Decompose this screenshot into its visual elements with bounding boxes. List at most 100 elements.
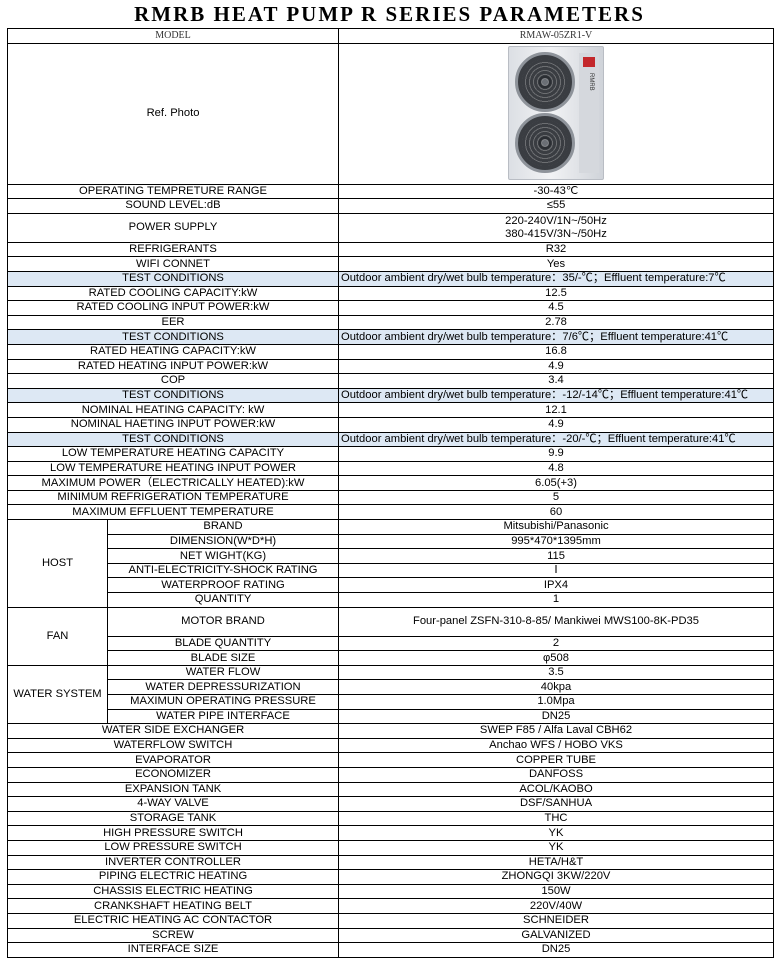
spec-value: 4.5 (338, 300, 774, 316)
spec-value: GALVANIZED (338, 927, 774, 944)
spec-value: 3.5 (338, 664, 774, 681)
spec-value: R32 (338, 241, 774, 258)
spec-value: HETA/H&T (338, 854, 774, 871)
spec-value: DSF/SANHUA (338, 796, 774, 812)
spec-value: 4.9 (338, 416, 774, 433)
spec-label: EVAPORATOR (7, 752, 339, 768)
spec-label: RATED HEATING INPUT POWER:kW (7, 358, 339, 375)
spec-value: ACOL/KAOBO (338, 781, 774, 798)
spec-label: HIGH PRESSURE SWITCH (7, 825, 339, 841)
spec-value: Outdoor ambient dry/wet bulb temperature… (338, 431, 774, 448)
group-label: WATER SYSTEM (7, 664, 108, 725)
spec-value: 115 (338, 548, 774, 564)
spec-label: NOMINAL HAETING INPUT POWER:kW (7, 416, 339, 433)
spec-label: CHASSIS ELECTRIC HEATING (7, 883, 339, 900)
spec-value: COPPER TUBE (338, 752, 774, 768)
spec-value: YK (338, 839, 774, 856)
parameters-table-body: MODEL RMAW-05ZR1-V Ref. Photo RMRB OPERA… (7, 28, 774, 958)
spec-label: BLADE SIZE (107, 650, 339, 666)
photo-label: Ref. Photo (7, 42, 339, 185)
spec-label: TEST CONDITIONS (7, 387, 339, 404)
spec-value-line: 220-240V/1N~/50Hz (505, 214, 607, 227)
spec-value: ZHONGQI 3KW/220V (338, 869, 774, 885)
brand-mark: RMRB (588, 72, 594, 91)
spec-value-line: 380-415V/3N~/50Hz (505, 227, 607, 240)
group-label: FAN (7, 606, 108, 666)
spec-value: 40kpa (338, 679, 774, 695)
spec-label: WATERPROOF RATING (107, 577, 339, 594)
spec-row: SOUND LEVEL:dB≤55 (7, 198, 774, 214)
spec-value: SWEP F85 / Alfa Laval CBH62 (338, 723, 774, 739)
spec-value: 995*470*1395mm (338, 533, 774, 550)
page-title: RMRB HEAT PUMP R SERIES PARAMETERS (134, 2, 645, 26)
spec-label: TEST CONDITIONS (7, 329, 339, 345)
model-row: MODEL RMAW-05ZR1-V (7, 28, 774, 44)
spec-label: WATER PIPE INTERFACE (107, 708, 339, 725)
spec-label: ELECTRIC HEATING AC CONTACTOR (7, 912, 339, 929)
spec-value: 1.0Mpa (338, 694, 774, 710)
spec-value: 2.78 (338, 314, 774, 331)
spec-label: COP (7, 373, 339, 389)
spec-label: WATER SIDE EXCHANGER (7, 723, 339, 739)
spec-value: φ508 (338, 650, 774, 666)
brand-logo-icon (583, 56, 595, 67)
photo-row: Ref. Photo RMRB (7, 42, 774, 185)
spec-value: 12.5 (338, 285, 774, 302)
spec-value: 4.9 (338, 358, 774, 375)
fan-icon (515, 112, 575, 173)
spec-label: MINIMUM REFRIGERATION TEMPERATURE (7, 489, 339, 506)
spec-label: MOTOR BRAND (107, 606, 339, 637)
spec-value: IPX4 (338, 577, 774, 594)
spec-label: DIMENSION(W*D*H) (107, 533, 339, 550)
spec-label: PIPING ELECTRIC HEATING (7, 869, 339, 885)
spec-label: LOW TEMPERATURE HEATING INPUT POWER (7, 460, 339, 477)
spec-value: -30-43℃ (338, 183, 774, 200)
spec-value: 12.1 (338, 402, 774, 418)
spec-label: 4-WAY VALVE (7, 796, 339, 812)
spec-value: 5 (338, 489, 774, 506)
spec-label: EER (7, 314, 339, 331)
spec-label: SCREW (7, 927, 339, 944)
spec-value: Mitsubishi/Panasonic (338, 519, 774, 535)
spec-label: WATERFLOW SWITCH (7, 737, 339, 754)
model-value: RMAW-05ZR1-V (338, 28, 774, 44)
spec-label: LOW PRESSURE SWITCH (7, 839, 339, 856)
spec-label: BLADE QUANTITY (107, 635, 339, 652)
spec-label: NET WIGHT(KG) (107, 548, 339, 564)
spec-value: Outdoor ambient dry/wet bulb temperature… (338, 270, 774, 287)
spec-label: INTERFACE SIZE (7, 942, 339, 958)
spec-value: DN25 (338, 942, 774, 958)
spec-row: DIMENSION(W*D*H)995*470*1395mm (8, 533, 774, 550)
spec-label: INVERTER CONTROLLER (7, 854, 339, 871)
spec-value: 6.05(+3) (338, 475, 774, 491)
spec-label: RATED COOLING INPUT POWER:kW (7, 300, 339, 316)
spec-label: TEST CONDITIONS (7, 431, 339, 448)
